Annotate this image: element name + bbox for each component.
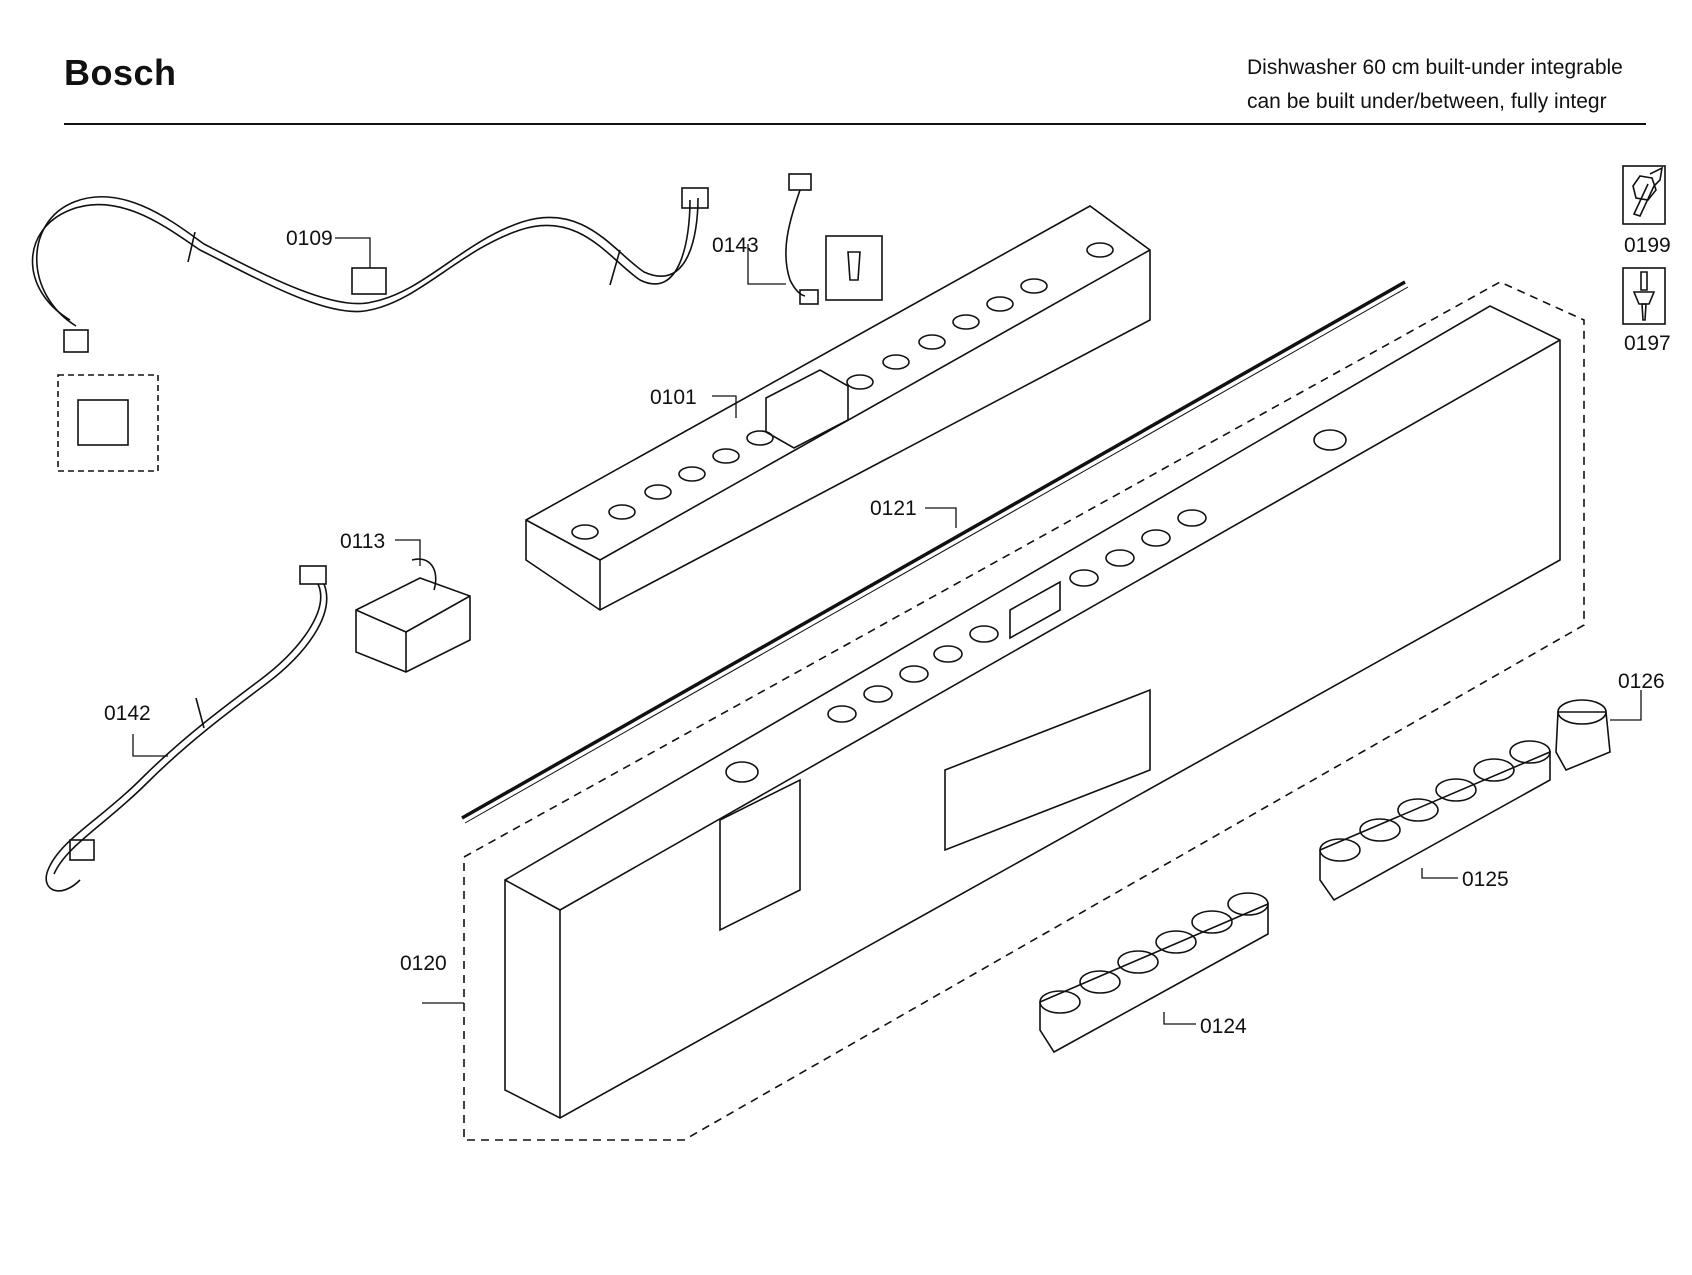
cable-0142 bbox=[45, 565, 328, 892]
wiring-harness-0109 bbox=[31, 187, 709, 353]
part-label-0101: 0101 bbox=[650, 386, 697, 409]
model-description-line-1: Dishwasher 60 cm built-under integrable bbox=[1247, 56, 1623, 79]
brand-title: Bosch bbox=[64, 52, 177, 93]
door-switch-0113 bbox=[355, 558, 471, 673]
seal-strip-0121 bbox=[461, 280, 1406, 820]
model-description-line-2: can be built under/between, fully integr bbox=[1247, 90, 1607, 113]
part-label-0120: 0120 bbox=[400, 952, 447, 975]
part-label-0143: 0143 bbox=[712, 234, 759, 257]
part-label-0121: 0121 bbox=[870, 497, 917, 520]
tool-code-0197: 0197 bbox=[1624, 332, 1671, 355]
header-rule bbox=[64, 123, 1646, 125]
key-row-0124 bbox=[1039, 892, 1269, 1054]
screwdriver-icon bbox=[1622, 267, 1666, 325]
key-0126 bbox=[1555, 699, 1611, 772]
fascia-outline-0120 bbox=[463, 281, 1585, 1141]
part-label-0124: 0124 bbox=[1200, 1015, 1247, 1038]
part-label-0126: 0126 bbox=[1618, 670, 1665, 693]
connector-detail bbox=[77, 399, 129, 446]
key-row-0125 bbox=[1319, 740, 1551, 902]
control-fascia-0120 bbox=[504, 305, 1561, 1119]
connector-detail-box bbox=[57, 374, 159, 472]
wrench-nut-icon bbox=[1622, 165, 1666, 225]
tool-code-0199: 0199 bbox=[1624, 234, 1671, 257]
part-label-0125: 0125 bbox=[1462, 868, 1509, 891]
part-label-0109: 0109 bbox=[286, 227, 333, 250]
sensor-wire-0143 bbox=[785, 173, 883, 305]
leader-lines bbox=[132, 237, 1642, 1025]
part-label-0142: 0142 bbox=[104, 702, 151, 725]
control-module-0101 bbox=[525, 205, 1151, 611]
part-label-0113: 0113 bbox=[340, 530, 385, 553]
